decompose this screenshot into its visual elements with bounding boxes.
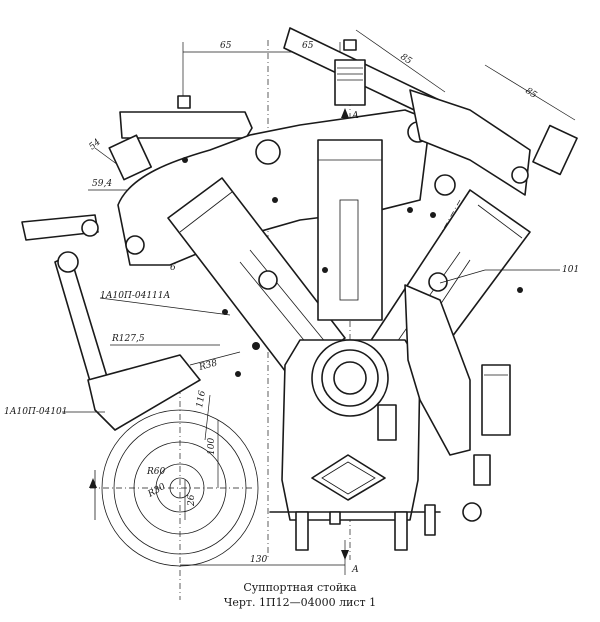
top-dimensions	[88, 29, 576, 575]
central-slide	[317, 139, 383, 321]
part-label-04111a: 1А10П-04111А	[100, 291, 171, 301]
dim-r38: R38	[197, 358, 218, 373]
bolts	[182, 157, 523, 377]
part-label-04101: 1А10П-04101	[4, 407, 68, 417]
dim-r30: R30	[146, 482, 168, 500]
workpiece	[94, 409, 259, 567]
section-label-bottom: А	[351, 565, 359, 575]
main-body	[269, 339, 441, 551]
dim-100: 100	[207, 438, 217, 455]
left-cylinder	[167, 177, 346, 381]
dim-54: 54	[88, 137, 103, 152]
part-labels: 1А10П-04111А 1А10П-04101 101 А А	[4, 111, 579, 575]
dim-130: 130	[250, 555, 267, 565]
right-column	[404, 284, 511, 522]
dim-r127-5: R127,5	[111, 334, 145, 344]
dim-65-left: 65	[220, 41, 232, 51]
right-arm	[409, 89, 578, 196]
dim-6: 6	[170, 263, 176, 273]
dim-59-4: 59,4	[92, 179, 112, 189]
dim-26: 26	[187, 494, 197, 507]
section-label-top: А	[351, 111, 359, 121]
left-linkage	[21, 134, 201, 431]
dimension-texts: 65 65 85 85 54 59,4 R127,5 R38 116 100 R…	[88, 41, 539, 565]
dim-r60: R60	[146, 467, 166, 477]
section-markers	[89, 108, 349, 560]
dim-85-right: 85	[523, 86, 538, 101]
dim-85-top: 85	[398, 52, 413, 67]
leaders	[62, 269, 560, 413]
caption-title: Суппортная стойка	[243, 581, 357, 594]
caption-subtitle: Черт. 1П12—04000 лист 1	[223, 596, 377, 609]
dim-65-right: 65	[302, 41, 314, 51]
part-label-101: 101	[562, 265, 579, 275]
dim-116: 116	[195, 390, 208, 409]
